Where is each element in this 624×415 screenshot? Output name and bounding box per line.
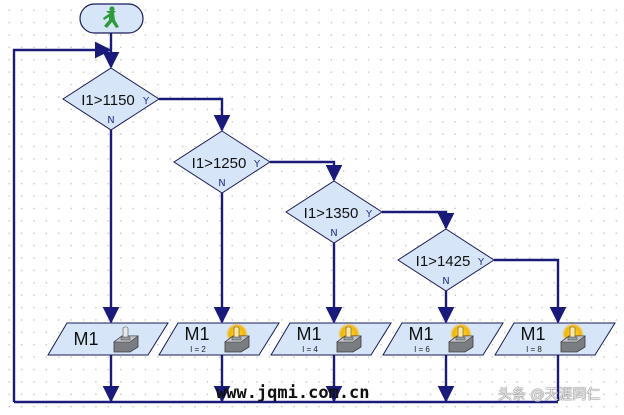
- walking-man-icon: [103, 6, 119, 28]
- yes-label: Y: [365, 209, 373, 220]
- lamp-on-icon: [560, 323, 586, 353]
- output-node: M1I = 4: [270, 322, 392, 356]
- output-parallelogram: [47, 322, 169, 356]
- connector-yes: [159, 97, 231, 132]
- watermark-credit: 头条 @天涯同仁: [498, 387, 601, 403]
- output-parallelogram: [158, 322, 280, 356]
- lamp-on-icon: [336, 323, 362, 353]
- output-parallelogram: [494, 322, 616, 356]
- lamp-socket: [231, 336, 242, 341]
- lamp-off-icon: [113, 326, 139, 353]
- walking-man-body: [103, 13, 119, 28]
- yes-label: Y: [477, 257, 485, 268]
- yes-label: Y: [253, 159, 261, 170]
- output-sub-label: I = 4: [302, 345, 318, 354]
- output-parallelogram: [382, 322, 504, 356]
- output-node: M1I = 8: [494, 322, 616, 356]
- decision-label: I1>1425: [416, 253, 471, 270]
- lamp-socket: [455, 336, 466, 341]
- connector-yes: [494, 258, 567, 324]
- output-parallelogram: [270, 322, 392, 356]
- lamp-on-icon: [448, 323, 474, 353]
- decision-label: I1>1150: [81, 92, 135, 109]
- output-label: M1: [520, 324, 545, 344]
- connector-yes: [270, 160, 343, 182]
- decision-diamond: [62, 67, 160, 131]
- walking-man-head: [109, 6, 115, 12]
- output-label: M1: [73, 329, 98, 349]
- output-node: M1I = 2: [158, 322, 280, 356]
- no-label: N: [330, 228, 337, 239]
- decision-node: I1>1250 Y N: [173, 130, 271, 194]
- output-sub-label: I = 6: [414, 345, 430, 354]
- output-label: M1: [296, 324, 321, 344]
- connector-loop: [12, 41, 112, 402]
- lamp-socket: [120, 336, 131, 341]
- output-label: M1: [408, 324, 433, 344]
- no-label: N: [218, 178, 225, 189]
- decision-label: I1>1250: [192, 155, 247, 172]
- walking-man-hat: [106, 11, 116, 13]
- yes-label: Y: [142, 96, 150, 107]
- decision-node: I1>1150 Y N: [62, 67, 160, 131]
- decision-diamond: [173, 130, 271, 194]
- no-label: N: [442, 276, 449, 287]
- decision-diamond: [397, 228, 495, 292]
- decision-node: I1>1425 Y N: [397, 228, 495, 292]
- output-node: M1: [47, 322, 169, 356]
- decision-label: I1>1350: [304, 205, 359, 222]
- no-label: N: [107, 115, 114, 126]
- decision-node: I1>1350 Y N: [285, 180, 383, 244]
- lamp-socket: [343, 336, 354, 341]
- connector-yes: [382, 210, 455, 230]
- start-node: [79, 3, 144, 34]
- decision-diamond: [285, 180, 383, 244]
- output-label: M1: [184, 324, 209, 344]
- lamp-on-icon: [224, 323, 250, 353]
- output-sub-label: I = 2: [190, 345, 206, 354]
- lamp-socket: [567, 336, 578, 341]
- output-node: M1I = 6: [382, 322, 504, 356]
- watermark-url: www.jqmi.com.cn: [216, 383, 370, 403]
- connectors: [12, 33, 567, 404]
- output-sub-label: I = 8: [526, 345, 542, 354]
